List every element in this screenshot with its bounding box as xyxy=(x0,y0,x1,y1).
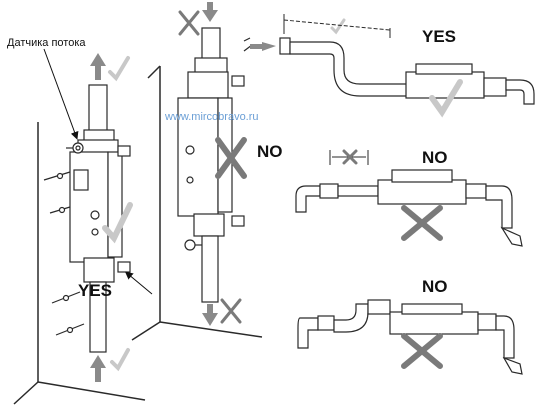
wall-screws-lower xyxy=(51,291,85,336)
check-icon-top-large xyxy=(429,79,463,118)
no-label-horizontal-bottom: NO xyxy=(422,277,448,296)
flow-arrow-out-bottom xyxy=(202,304,218,326)
watermark-text: www.mircobravo.ru xyxy=(165,111,259,123)
flow-sensor-icon xyxy=(66,142,84,154)
flow-arrow-in-top xyxy=(202,2,218,22)
no-label-horizontal-middle: NO xyxy=(422,148,448,167)
cross-icon-unit2-bottom xyxy=(220,298,242,324)
flow-sensor-label: Датчика потока xyxy=(7,37,86,49)
horizontal-unit-middle xyxy=(295,169,523,247)
cross-icon-middle-large xyxy=(401,205,443,241)
flow-sensor-icon-wrong xyxy=(184,239,202,251)
leader-line-yes xyxy=(124,271,153,295)
check-icon-unit1-top xyxy=(108,56,130,82)
cross-icon-bottom xyxy=(401,333,443,369)
horizontal-unit-bottom xyxy=(297,299,523,375)
horizontal-unit-top xyxy=(279,37,535,105)
cross-icon-unit2-center xyxy=(215,137,247,179)
flow-arrow-in-bottom xyxy=(90,355,106,382)
wall-screws-upper xyxy=(43,171,71,214)
cross-icon-unit2-top xyxy=(178,10,200,36)
yes-label-horizontal: YES xyxy=(422,27,457,46)
wall-corner-left xyxy=(13,122,146,405)
flow-arrow-top-in xyxy=(250,42,276,51)
flow-arrow-out-top xyxy=(90,53,106,80)
yes-label-vertical: YES xyxy=(78,281,113,300)
dimension-line-top xyxy=(283,14,391,38)
check-icon-unit1-center xyxy=(102,202,133,244)
check-icon-unit1-bottom xyxy=(110,348,130,372)
leader-line-sensor xyxy=(43,48,79,140)
wall-corner-right xyxy=(131,65,263,341)
cross-icon-middle-small xyxy=(342,149,358,165)
check-icon-top-small xyxy=(330,18,346,35)
no-label-vertical: NO xyxy=(257,142,283,161)
vertical-unit-wrong xyxy=(177,27,245,303)
